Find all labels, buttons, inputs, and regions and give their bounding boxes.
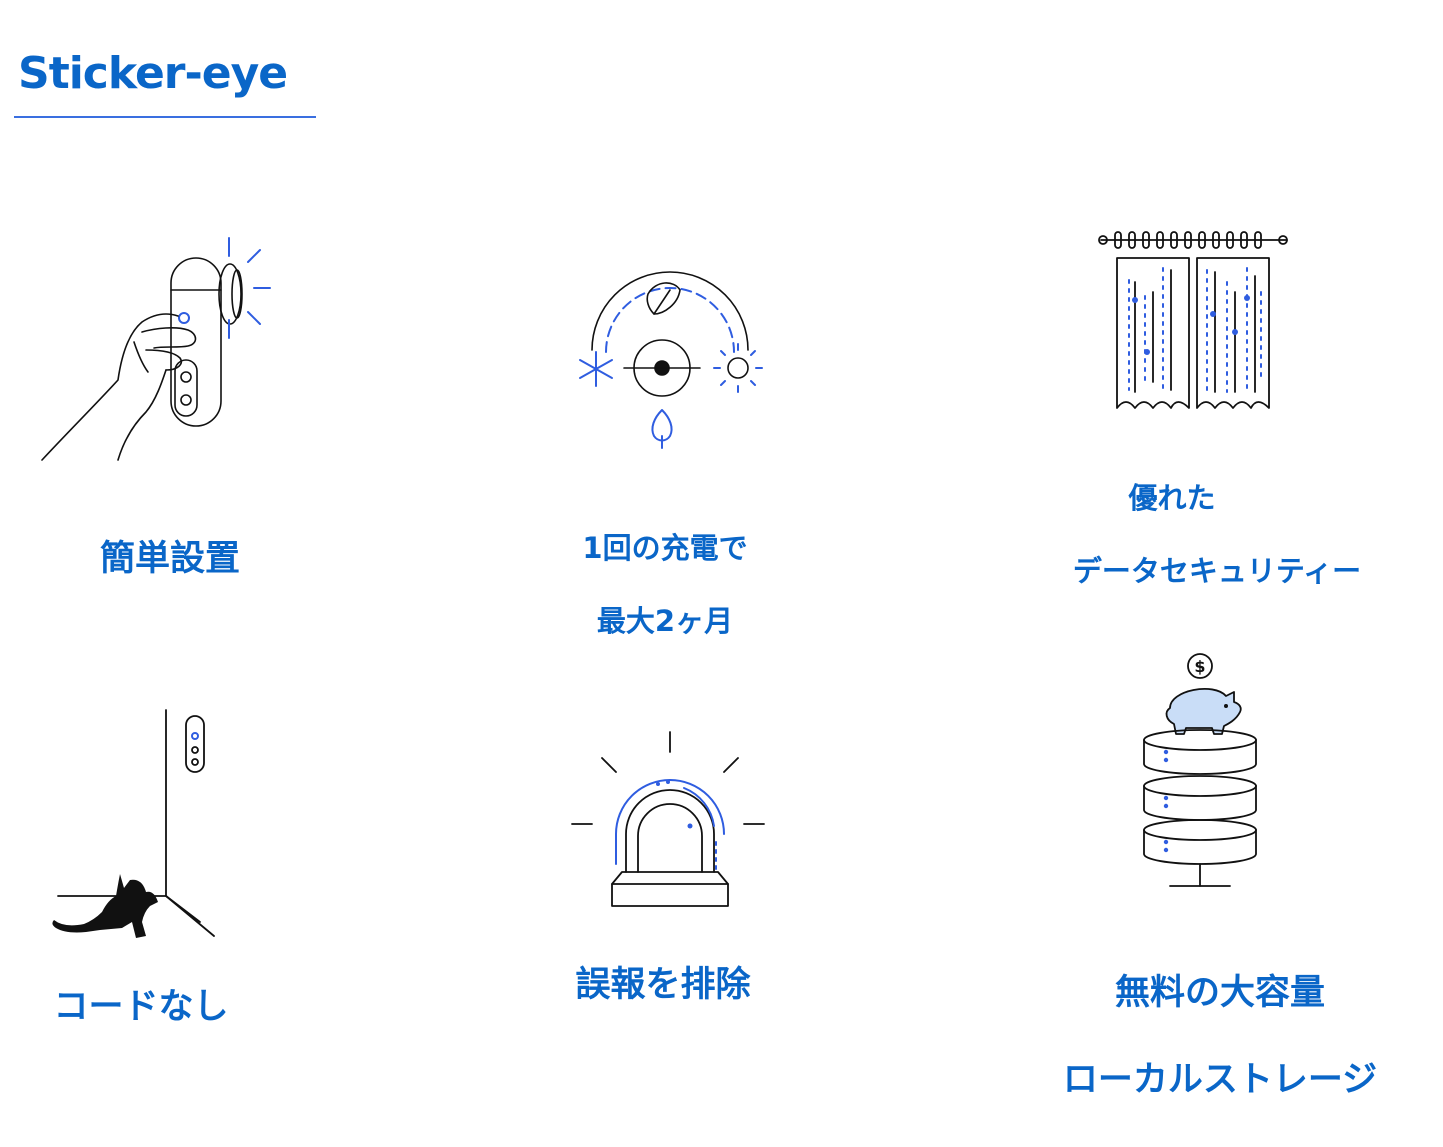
hand-mounting-camera-icon [41, 237, 271, 461]
feature-label-easy-install: 簡単設置 [99, 539, 240, 579]
feature-label-storage-line2: ローカルストレージ [1062, 1060, 1378, 1101]
siren-icon [571, 731, 765, 907]
battery-dial-icon [579, 271, 763, 449]
brand-underline [14, 116, 316, 118]
feature-label-battery-line1: 1回の充電で [582, 531, 748, 566]
feature-label-battery-line2: 最大2ヶ月 [596, 603, 734, 638]
feature-label-security-line2: データセキュリティー [1072, 553, 1362, 588]
svg-text:$: $ [1194, 657, 1205, 676]
feature-label-security: 優れた データセキュリティー [1052, 444, 1382, 625]
feature-label-security-line1: 優れた [1128, 481, 1216, 516]
feature-label-false-alarm: 誤報を排除 [575, 965, 751, 1005]
feature-label-cordless: コードなし [53, 987, 229, 1027]
feature-label-storage: 無料の大容量 ローカルストレージ [1040, 928, 1400, 1147]
cat-corner-camera-icon [52, 709, 215, 938]
curtain-icon [1098, 231, 1288, 409]
brand-title: Sticker-eye [18, 48, 288, 99]
piggy-bank-storage-icon: $ [1143, 653, 1257, 887]
feature-label-storage-line1: 無料の大容量 [1114, 972, 1325, 1013]
feature-label-battery: 1回の充電で 最大2ヶ月 [540, 494, 790, 675]
